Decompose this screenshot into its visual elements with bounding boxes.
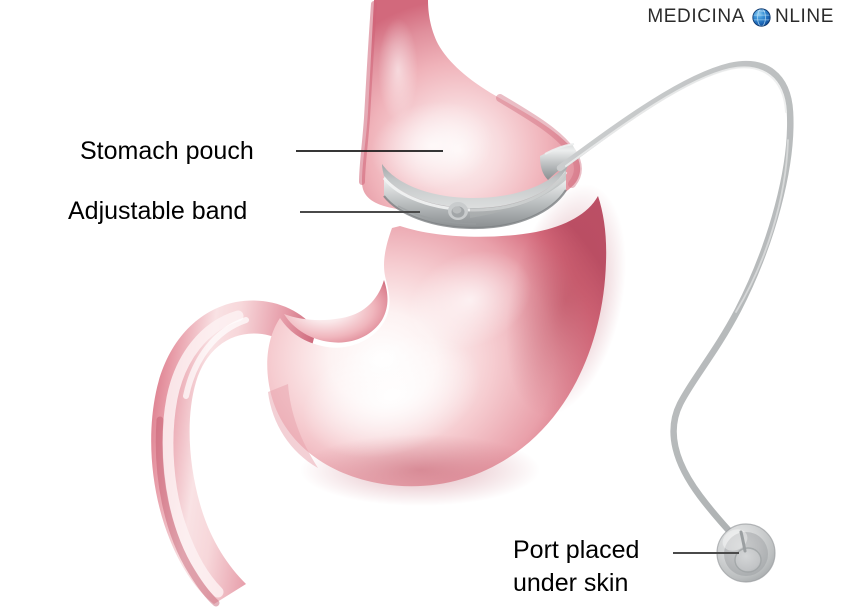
label-adjustable-band: Adjustable band xyxy=(68,197,248,225)
label-port-line1: Port placed xyxy=(513,536,640,564)
brand-watermark: MEDICINA NLINE xyxy=(647,6,834,28)
stomach-pouch xyxy=(359,0,582,215)
band-buckle xyxy=(448,202,468,220)
brand-word-medicina: MEDICINA xyxy=(647,6,746,27)
access-port xyxy=(716,523,776,583)
gastric-antrum xyxy=(268,280,388,468)
brand-word-online: NLINE xyxy=(775,6,834,27)
adjustable-band xyxy=(382,143,580,230)
connecting-tube xyxy=(556,60,794,550)
stomach-body xyxy=(267,183,627,506)
label-port-line2: under skin xyxy=(513,569,629,597)
duodenum xyxy=(151,300,316,607)
leader-lines xyxy=(296,150,739,554)
globe-icon xyxy=(752,7,771,27)
label-stomach-pouch: Stomach pouch xyxy=(80,137,254,165)
label-port-placed-under-skin: Port placed under skin xyxy=(513,534,703,600)
